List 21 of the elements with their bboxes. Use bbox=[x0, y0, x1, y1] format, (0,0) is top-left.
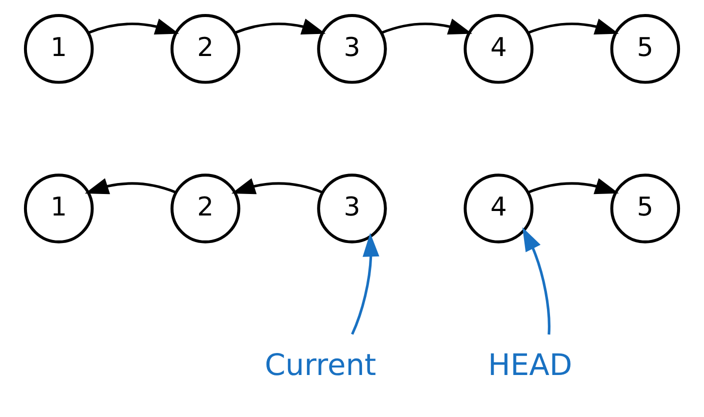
node-circle: 3 bbox=[317, 174, 387, 244]
node-circle: 2 bbox=[170, 174, 240, 244]
arrow bbox=[234, 18, 326, 34]
arrow bbox=[381, 18, 472, 34]
node-circle: 1 bbox=[24, 14, 94, 84]
arrow bbox=[84, 178, 176, 194]
arrow bbox=[528, 18, 619, 34]
arrow bbox=[351, 232, 380, 335]
arrow bbox=[231, 178, 322, 194]
node-circle: 5 bbox=[610, 14, 680, 84]
node-circle: 3 bbox=[317, 14, 387, 84]
node-circle: 4 bbox=[464, 174, 534, 244]
arrow bbox=[528, 178, 619, 194]
node-circle: 4 bbox=[464, 14, 534, 84]
node-circle: 5 bbox=[610, 174, 680, 244]
arrow bbox=[88, 18, 180, 34]
node-circle: 1 bbox=[24, 174, 94, 244]
arrow bbox=[522, 227, 550, 335]
node-circle: 2 bbox=[170, 14, 240, 84]
node-text: Current bbox=[264, 347, 376, 382]
node-text: HEAD bbox=[488, 347, 572, 382]
